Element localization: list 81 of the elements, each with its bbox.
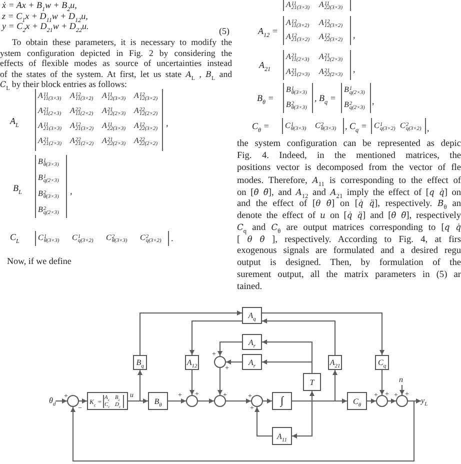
signal-label: θ$_{d}$ — [49, 396, 56, 406]
block-label: A$_{q}$ — [248, 311, 256, 320]
punctuation: , — [353, 64, 356, 75]
arrow — [400, 384, 404, 396]
punctuation: , — [427, 123, 430, 134]
arrow — [190, 320, 242, 356]
summing-junction — [214, 356, 226, 368]
system-block — [242, 354, 262, 370]
system-block — [185, 355, 199, 370]
block-label: A$_{21}$ — [330, 358, 340, 367]
arrow — [262, 318, 336, 356]
system-block — [272, 427, 292, 445]
block-label: A$_{r}$ — [248, 338, 256, 346]
arrow — [380, 370, 384, 396]
arrow — [190, 370, 194, 396]
system-block — [347, 392, 367, 410]
arrow — [78, 398, 88, 404]
summing-junction — [67, 395, 79, 407]
equation-line: ẋ = Ax + B$_{1}$w + B$_{2}$u, — [2, 0, 77, 11]
punctuation: , — [70, 186, 72, 197]
matrix-name: A$_{21}$ — [259, 60, 271, 71]
block-label: B$_{θ}$ — [154, 396, 162, 406]
system-block — [133, 355, 147, 370]
summing-junction — [186, 395, 198, 407]
punctuation: , — [372, 96, 374, 107]
summing-junction — [214, 395, 226, 407]
system-block — [303, 373, 321, 391]
equation-line: y = C$_{2}$x + D$_{21}$w + D$_{22}$u. — [2, 21, 89, 32]
matrix-name: B$_{θ}$ = — [257, 93, 274, 104]
arrow — [292, 398, 348, 404]
matrix-name: C$_{θ}$ = — [252, 121, 270, 132]
block-label: T — [310, 378, 314, 386]
arrow — [70, 400, 414, 462]
arrow — [366, 398, 376, 404]
matrix-name: C$_{L}$ — [10, 232, 20, 243]
block-label: A$_{12}$ — [186, 358, 198, 367]
signal-label: n — [399, 375, 403, 385]
block-label: C$_{q}$ — [378, 358, 386, 367]
signal-label: y$_{L}$ — [421, 396, 428, 406]
block-label: ∫ — [280, 395, 284, 407]
matrix-name: , C$_{q}$ = — [345, 121, 367, 132]
equation-line: z = C$_{1}$x + D$_{11}$w + D$_{12}$u, — [2, 10, 88, 22]
summing-junction — [376, 395, 388, 407]
block-label: B$_{q}$ — [136, 358, 144, 367]
arrow — [262, 360, 312, 374]
arrow — [262, 312, 384, 356]
system-block — [242, 307, 262, 324]
block-label: C$_{θ}$ — [352, 396, 361, 406]
arrow — [140, 310, 242, 356]
punctuation: , — [166, 118, 168, 129]
matrix-name: , B$_{q}$ = — [314, 93, 336, 104]
summing-junction — [251, 395, 263, 407]
matrix-name: A$_{L}$ — [10, 116, 19, 127]
arrow — [128, 370, 142, 402]
controller-block — [87, 392, 128, 410]
punctuation: . — [171, 233, 174, 244]
arrow — [262, 398, 272, 404]
text-line: Now, if we define — [7, 256, 72, 267]
arrow — [226, 360, 242, 364]
system-block — [375, 355, 389, 370]
paragraph: the system configuration can be represented as depic Fig. 4. Indeed, in the mentioned matrices, the positions vector is decomposed from the vector of fle modes. Therefore, A$_{11}$ is corresponding to the effect of on [θ̇ θ̈], and A$_{12}$ and A$_{21}$ imply the effect of [q q̇] on and the effect of [θ θ̇] on [q̇ q̈], respectively. B$_{θ}$ an denote the effect of u on [q̇ q̈] and [θ̇ θ̈], respectively C$_{q}$ and C$_{θ}$ are output matrices corresponding to [q q̇ [ θ θ̇ ], respectively. According to Fig. 4, at firs exogenous signals are formulated and a desired regu output is designed. Then, by formulation of the surement output, all the matrix parameters in (5) ar tained. — [237, 139, 461, 294]
equation-number: (5) — [219, 26, 230, 36]
arrow — [292, 400, 312, 438]
system-block — [242, 334, 262, 350]
system-block — [328, 355, 342, 370]
arrow — [254, 406, 272, 436]
arrow — [168, 398, 186, 404]
arrow — [388, 398, 396, 404]
arrow — [218, 368, 222, 396]
matrix-name: A$_{12}$ = — [258, 26, 278, 37]
block-label: A$_{r}$ — [248, 358, 256, 366]
arrow — [198, 398, 214, 404]
block-label: A$_{11}$ — [277, 432, 287, 440]
matrix-name: B$_{L}$ — [13, 183, 22, 194]
summing-junction — [396, 395, 408, 407]
punctuation: , — [353, 30, 356, 41]
arrow — [218, 342, 242, 356]
system-block — [272, 392, 292, 410]
arrow — [55, 398, 68, 404]
arrow — [226, 398, 252, 404]
system-block — [148, 392, 168, 410]
